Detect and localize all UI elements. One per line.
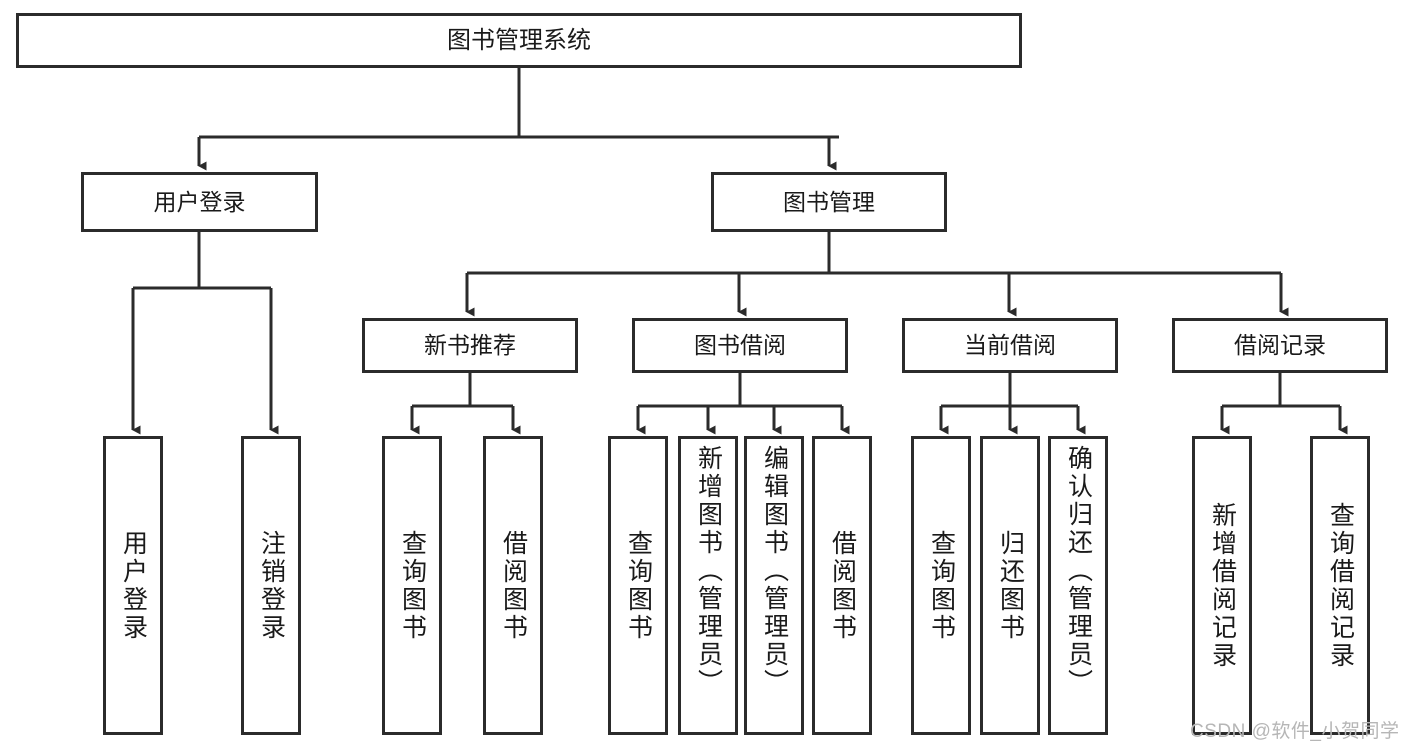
node-label: 新增图书（管理员） [694, 445, 723, 697]
node-label: 借阅记录 [1234, 332, 1326, 359]
node-label: 查询图书 [398, 529, 427, 642]
node-borrow-record[interactable]: 借阅记录 [1172, 318, 1388, 373]
leaf-add-borrow-record[interactable]: 新增借阅记录 [1192, 436, 1252, 735]
node-label: 归还图书 [996, 529, 1025, 642]
node-label: 查询图书 [624, 529, 653, 642]
node-label: 当前借阅 [964, 332, 1056, 359]
leaf-edit-book-admin[interactable]: 编辑图书（管理员） [744, 436, 804, 735]
leaf-query-book-current[interactable]: 查询图书 [911, 436, 971, 735]
node-label: 新书推荐 [424, 332, 516, 359]
node-label: 图书管理 [783, 188, 875, 215]
node-new-book-recommend[interactable]: 新书推荐 [362, 318, 578, 373]
node-user-login[interactable]: 用户登录 [81, 172, 318, 232]
node-label: 新增借阅记录 [1208, 501, 1237, 670]
node-label: 编辑图书（管理员） [760, 445, 789, 697]
node-label: 确认归还（管理员） [1064, 445, 1093, 697]
node-label: 图书管理系统 [447, 26, 591, 54]
leaf-query-book-recommend[interactable]: 查询图书 [382, 436, 442, 735]
node-label: 注销登录 [257, 529, 286, 642]
node-label: 用户登录 [153, 188, 246, 215]
leaf-return-book[interactable]: 归还图书 [980, 436, 1040, 735]
node-current-borrow[interactable]: 当前借阅 [902, 318, 1118, 373]
node-root-system[interactable]: 图书管理系统 [16, 13, 1022, 68]
leaf-borrow-book[interactable]: 借阅图书 [812, 436, 872, 735]
node-label: 图书借阅 [694, 332, 786, 359]
leaf-query-book-borrow[interactable]: 查询图书 [608, 436, 668, 735]
node-label: 用户登录 [119, 529, 148, 642]
node-book-borrow[interactable]: 图书借阅 [632, 318, 848, 373]
watermark-text: CSDN @软件_小贺同学 [1190, 721, 1400, 742]
node-label: 借阅图书 [828, 529, 857, 642]
node-label: 查询图书 [927, 529, 956, 642]
leaf-user-login[interactable]: 用户登录 [103, 436, 163, 735]
node-label: 借阅图书 [499, 529, 528, 642]
leaf-user-logout[interactable]: 注销登录 [241, 436, 301, 735]
leaf-confirm-return-admin[interactable]: 确认归还（管理员） [1048, 436, 1108, 735]
node-label: 查询借阅记录 [1326, 501, 1355, 670]
leaf-add-book-admin[interactable]: 新增图书（管理员） [678, 436, 738, 735]
node-book-management[interactable]: 图书管理 [711, 172, 947, 232]
leaf-borrow-book-recommend[interactable]: 借阅图书 [483, 436, 543, 735]
leaf-query-borrow-record[interactable]: 查询借阅记录 [1310, 436, 1370, 735]
